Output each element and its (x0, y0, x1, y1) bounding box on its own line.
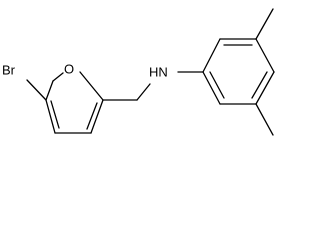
bromine-label: Br (2, 62, 16, 77)
bond-ar4-ar5-inner (251, 71, 268, 99)
bond-c4-c5 (45, 99, 56, 134)
bond-methyl-top (255, 8, 274, 40)
bond-ar1-ar2 (202, 38, 221, 73)
furan-ring (45, 71, 104, 134)
bond-c5-br (26, 79, 47, 101)
bond-ar3-ar4 (255, 38, 275, 73)
chemical-structure-diagram: Br O HN (2, 8, 275, 136)
oxygen-label: O (64, 61, 74, 76)
bond-o1-c2 (79, 71, 104, 101)
bond-c5-o1 (52, 72, 64, 82)
bond-c4-c5-inner (50, 100, 60, 129)
bond-ar6-ar1 (202, 71, 221, 105)
bond-c2-c3-inner (86, 102, 98, 130)
bond-ar6-ar1-inner (209, 71, 225, 99)
bond-ch2-n (136, 83, 151, 101)
bond-c5-c5a (45, 80, 54, 101)
methyl-groups (255, 8, 274, 136)
bond-ar4-ar5 (255, 71, 275, 105)
substituent-bonds (26, 71, 204, 101)
amine-label: HN (149, 64, 168, 79)
bond-methyl-bottom (255, 103, 274, 136)
bond-c2-c3 (90, 99, 104, 134)
benzene-ring (202, 38, 275, 105)
